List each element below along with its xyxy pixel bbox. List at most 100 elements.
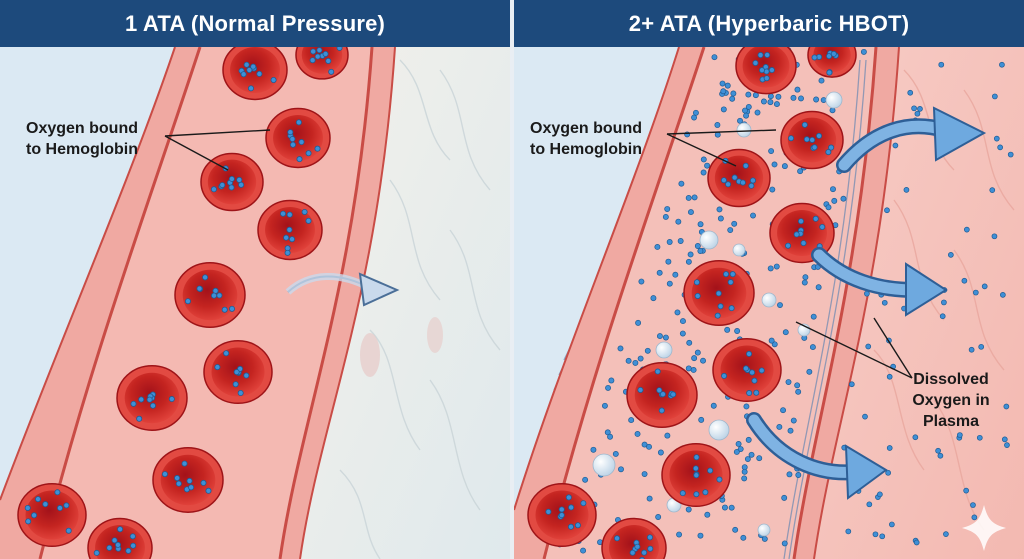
oxygen-molecule-icon <box>764 51 771 58</box>
oxygen-molecule-icon <box>574 522 581 529</box>
vessel-outline-right <box>813 46 900 559</box>
vessel-outline-left <box>514 46 680 511</box>
oxygen-molecule-icon <box>957 432 963 438</box>
oxygen-molecule-icon <box>700 169 707 176</box>
oxygen-molecule-icon <box>993 135 1000 142</box>
oxygen-molecule-icon <box>243 372 250 379</box>
diffusion-arrow-icon <box>838 120 950 171</box>
oxygen-molecule-icon <box>767 265 774 272</box>
oxygen-molecule-icon <box>212 287 219 294</box>
oxygen-molecule-icon <box>42 501 49 508</box>
oxygen-molecule-icon <box>721 372 728 379</box>
oxygen-molecule-icon <box>795 388 802 395</box>
oxygen-molecule-icon <box>717 303 724 310</box>
oxygen-molecule-icon <box>777 302 783 309</box>
red-blood-cell-icon <box>17 482 87 548</box>
oxygen-molecule-icon <box>742 107 748 114</box>
oxygen-molecule-icon <box>693 454 700 461</box>
panel-hyperbaric: Oxygen bound to Hemoglobin Dissolved Oxy… <box>514 0 1024 559</box>
red-blood-cell-icon <box>527 482 597 548</box>
oxygen-molecule-icon <box>694 243 701 249</box>
oxygen-molecule-icon <box>776 424 783 430</box>
oxygen-bubble-icon <box>825 91 843 109</box>
oxygen-molecule-icon <box>111 537 118 544</box>
oxygen-molecule-icon <box>794 86 801 93</box>
red-blood-cell-icon <box>174 262 246 328</box>
oxygen-molecule-icon <box>284 249 291 256</box>
oxygen-molecule-icon <box>771 341 778 348</box>
oxygen-molecule-icon <box>785 379 792 386</box>
oxygen-molecule-icon <box>677 238 684 244</box>
oxygen-molecule-icon <box>700 156 707 163</box>
oxygen-molecule-icon <box>721 504 728 511</box>
vessel-outline-right <box>299 46 396 559</box>
cell-center <box>714 155 764 201</box>
oxygen-molecule-icon <box>674 309 681 316</box>
oxygen-molecule-icon <box>256 70 263 77</box>
oxygen-molecule-icon <box>129 533 136 540</box>
oxygen-molecule-icon <box>685 194 692 201</box>
oxygen-molecule-icon <box>614 535 621 542</box>
oxygen-molecule-icon <box>826 53 833 60</box>
tissue-cell <box>427 317 443 353</box>
red-blood-cell-icon <box>661 442 731 508</box>
oxygen-molecule-icon <box>810 313 817 320</box>
oxygen-molecule-icon <box>679 490 686 497</box>
oxygen-molecule-icon <box>691 194 698 201</box>
oxygen-molecule-icon <box>737 117 743 124</box>
oxygen-molecule-icon <box>724 326 731 333</box>
oxygen-molecule-icon <box>768 148 775 155</box>
oxygen-molecule-icon <box>114 541 121 548</box>
oxygen-molecule-icon <box>200 479 207 486</box>
oxygen-molecule-icon <box>711 54 718 61</box>
oxygen-molecule-icon <box>790 94 797 101</box>
oxygen-molecule-icon <box>634 543 641 550</box>
oxygen-molecule-icon <box>702 489 709 496</box>
oxygen-molecule-icon <box>704 162 711 169</box>
label-oxygen-bound-line1: Oxygen bound <box>530 120 642 137</box>
oxygen-molecule-icon <box>130 400 137 407</box>
oxygen-molecule-icon <box>629 549 636 556</box>
oxygen-molecule-icon <box>664 432 671 439</box>
oxygen-molecule-icon <box>223 350 230 357</box>
oxygen-molecule-icon <box>628 417 635 424</box>
oxygen-molecule-icon <box>646 534 653 541</box>
oxygen-molecule-icon <box>685 506 692 513</box>
oxygen-molecule-icon <box>286 211 293 218</box>
oxygen-molecule-icon <box>650 295 657 302</box>
oxygen-molecule-icon <box>750 212 756 219</box>
oxygen-molecule-icon <box>637 355 644 362</box>
oxygen-molecule-icon <box>314 53 321 60</box>
oxygen-molecule-icon <box>680 318 686 325</box>
red-blood-cell-icon <box>265 107 331 169</box>
oxygen-molecule-icon <box>943 531 949 538</box>
oxygen-molecule-icon <box>567 523 574 530</box>
oxygen-molecule-icon <box>797 168 804 175</box>
oxygen-molecule-icon <box>884 207 890 214</box>
oxygen-molecule-icon <box>656 387 663 394</box>
oxygen-molecule-icon <box>848 381 855 388</box>
oxygen-molecule-icon <box>672 271 679 278</box>
oxygen-molecule-icon <box>723 271 730 278</box>
oxygen-molecule-icon <box>798 95 804 102</box>
red-blood-cell-icon <box>712 337 782 403</box>
oxygen-molecule-icon <box>889 521 895 528</box>
oxygen-molecule-icon <box>724 82 731 89</box>
oxygen-molecule-icon <box>737 446 744 452</box>
oxygen-molecule-icon <box>728 504 735 511</box>
oxygen-molecule-icon <box>800 240 807 247</box>
oxygen-molecule-icon <box>937 452 944 459</box>
oxygen-molecule-icon <box>714 312 721 319</box>
vessel-edge-outer <box>278 46 374 559</box>
oxygen-molecule-icon <box>211 292 218 299</box>
oxygen-molecule-icon <box>247 85 254 92</box>
oxygen-molecule-icon <box>787 427 794 434</box>
oxygen-molecule-icon <box>941 299 947 306</box>
oxygen-molecule-icon <box>729 95 736 102</box>
oxygen-molecule-icon <box>697 221 704 228</box>
oxygen-molecule-icon <box>815 284 822 291</box>
oxygen-molecule-icon <box>780 407 787 414</box>
oxygen-molecule-icon <box>647 545 654 552</box>
oxygen-molecule-icon <box>720 177 727 184</box>
oxygen-molecule-icon <box>670 391 677 398</box>
